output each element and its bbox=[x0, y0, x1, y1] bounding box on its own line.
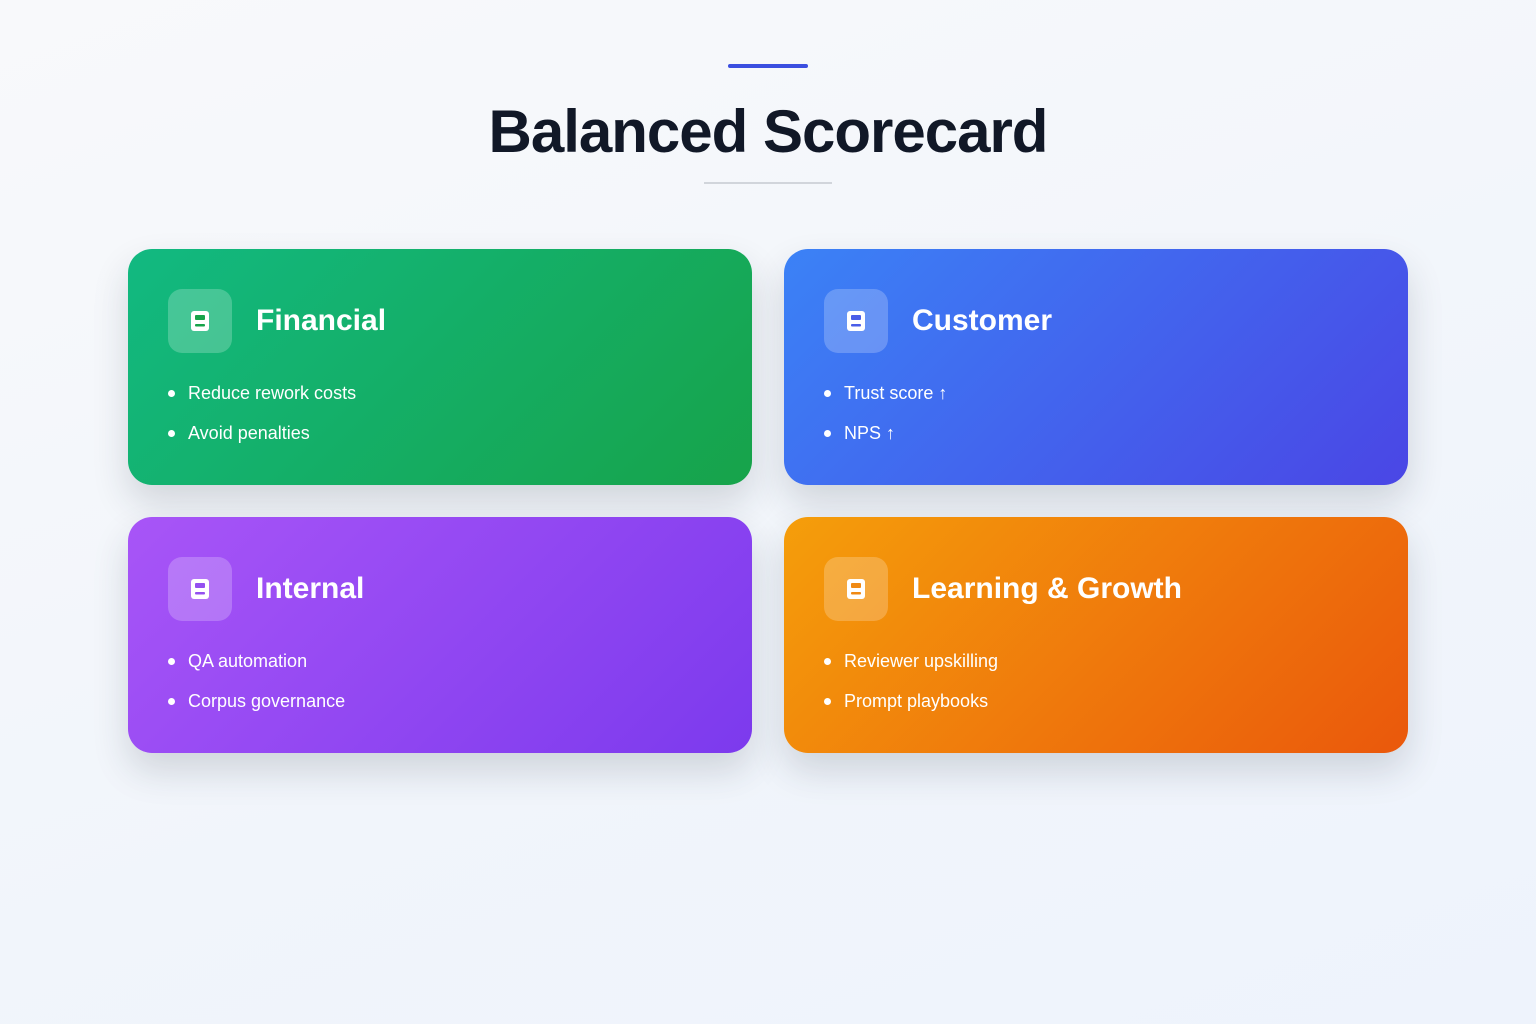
bullet-dot bbox=[168, 389, 175, 397]
list-item-text: Reduce rework costs bbox=[188, 382, 357, 403]
list-item: NPS ↑ bbox=[824, 413, 1368, 453]
title-accent-bar bbox=[728, 64, 808, 68]
list-item: Trust score ↑ bbox=[824, 373, 1368, 413]
bullet-list: Reviewer upskilling Prompt playbooks bbox=[824, 641, 1368, 721]
list-item-text: Trust score ↑ bbox=[844, 382, 948, 403]
card-header: Learning & Growth bbox=[824, 557, 1368, 621]
card-header: Internal bbox=[168, 557, 712, 621]
list-item: Reviewer upskilling bbox=[824, 641, 1368, 681]
card-header: Financial bbox=[168, 289, 712, 353]
list-item-text: QA automation bbox=[188, 650, 308, 671]
card-title: Financial bbox=[256, 304, 387, 337]
card-customer: Customer Trust score ↑ NPS ↑ bbox=[784, 249, 1408, 485]
bullet-dot bbox=[824, 657, 831, 665]
card-internal: Internal QA automation Corpus governance bbox=[128, 517, 752, 753]
list-item: Reduce rework costs bbox=[168, 373, 712, 413]
scorecard-grid: Financial Reduce rework costs Avoid pena… bbox=[128, 249, 1408, 753]
list-item-text: NPS ↑ bbox=[844, 422, 896, 443]
list-item: QA automation bbox=[168, 641, 712, 681]
bullet-dot bbox=[824, 697, 831, 705]
list-item: Avoid penalties bbox=[168, 413, 712, 453]
list-item: Corpus governance bbox=[168, 681, 712, 721]
card-financial: Financial Reduce rework costs Avoid pena… bbox=[128, 249, 752, 485]
title-divider bbox=[704, 182, 832, 184]
card-title: Customer bbox=[912, 304, 1053, 337]
list-item-text: Corpus governance bbox=[188, 690, 346, 711]
list-item-text: Reviewer upskilling bbox=[844, 650, 999, 671]
book-icon bbox=[824, 557, 888, 621]
list-item-text: Prompt playbooks bbox=[844, 690, 989, 711]
book-icon bbox=[168, 289, 232, 353]
book-icon bbox=[824, 289, 888, 353]
bullet-dot bbox=[168, 697, 175, 705]
card-title: Learning & Growth bbox=[912, 572, 1182, 605]
bullet-dot bbox=[168, 429, 175, 437]
bullet-list: Reduce rework costs Avoid penalties bbox=[168, 373, 712, 453]
list-item: Prompt playbooks bbox=[824, 681, 1368, 721]
bullet-list: QA automation Corpus governance bbox=[168, 641, 712, 721]
page-title: Balanced Scorecard bbox=[488, 98, 1049, 165]
bullet-dot bbox=[824, 429, 831, 437]
bullet-list: Trust score ↑ NPS ↑ bbox=[824, 373, 1368, 453]
list-item-text: Avoid penalties bbox=[188, 422, 310, 443]
bullet-dot bbox=[824, 389, 831, 397]
bullet-dot bbox=[168, 657, 175, 665]
card-header: Customer bbox=[824, 289, 1368, 353]
card-learning-growth: Learning & Growth Reviewer upskilling Pr… bbox=[784, 517, 1408, 753]
book-icon bbox=[168, 557, 232, 621]
card-title: Internal bbox=[256, 572, 365, 605]
